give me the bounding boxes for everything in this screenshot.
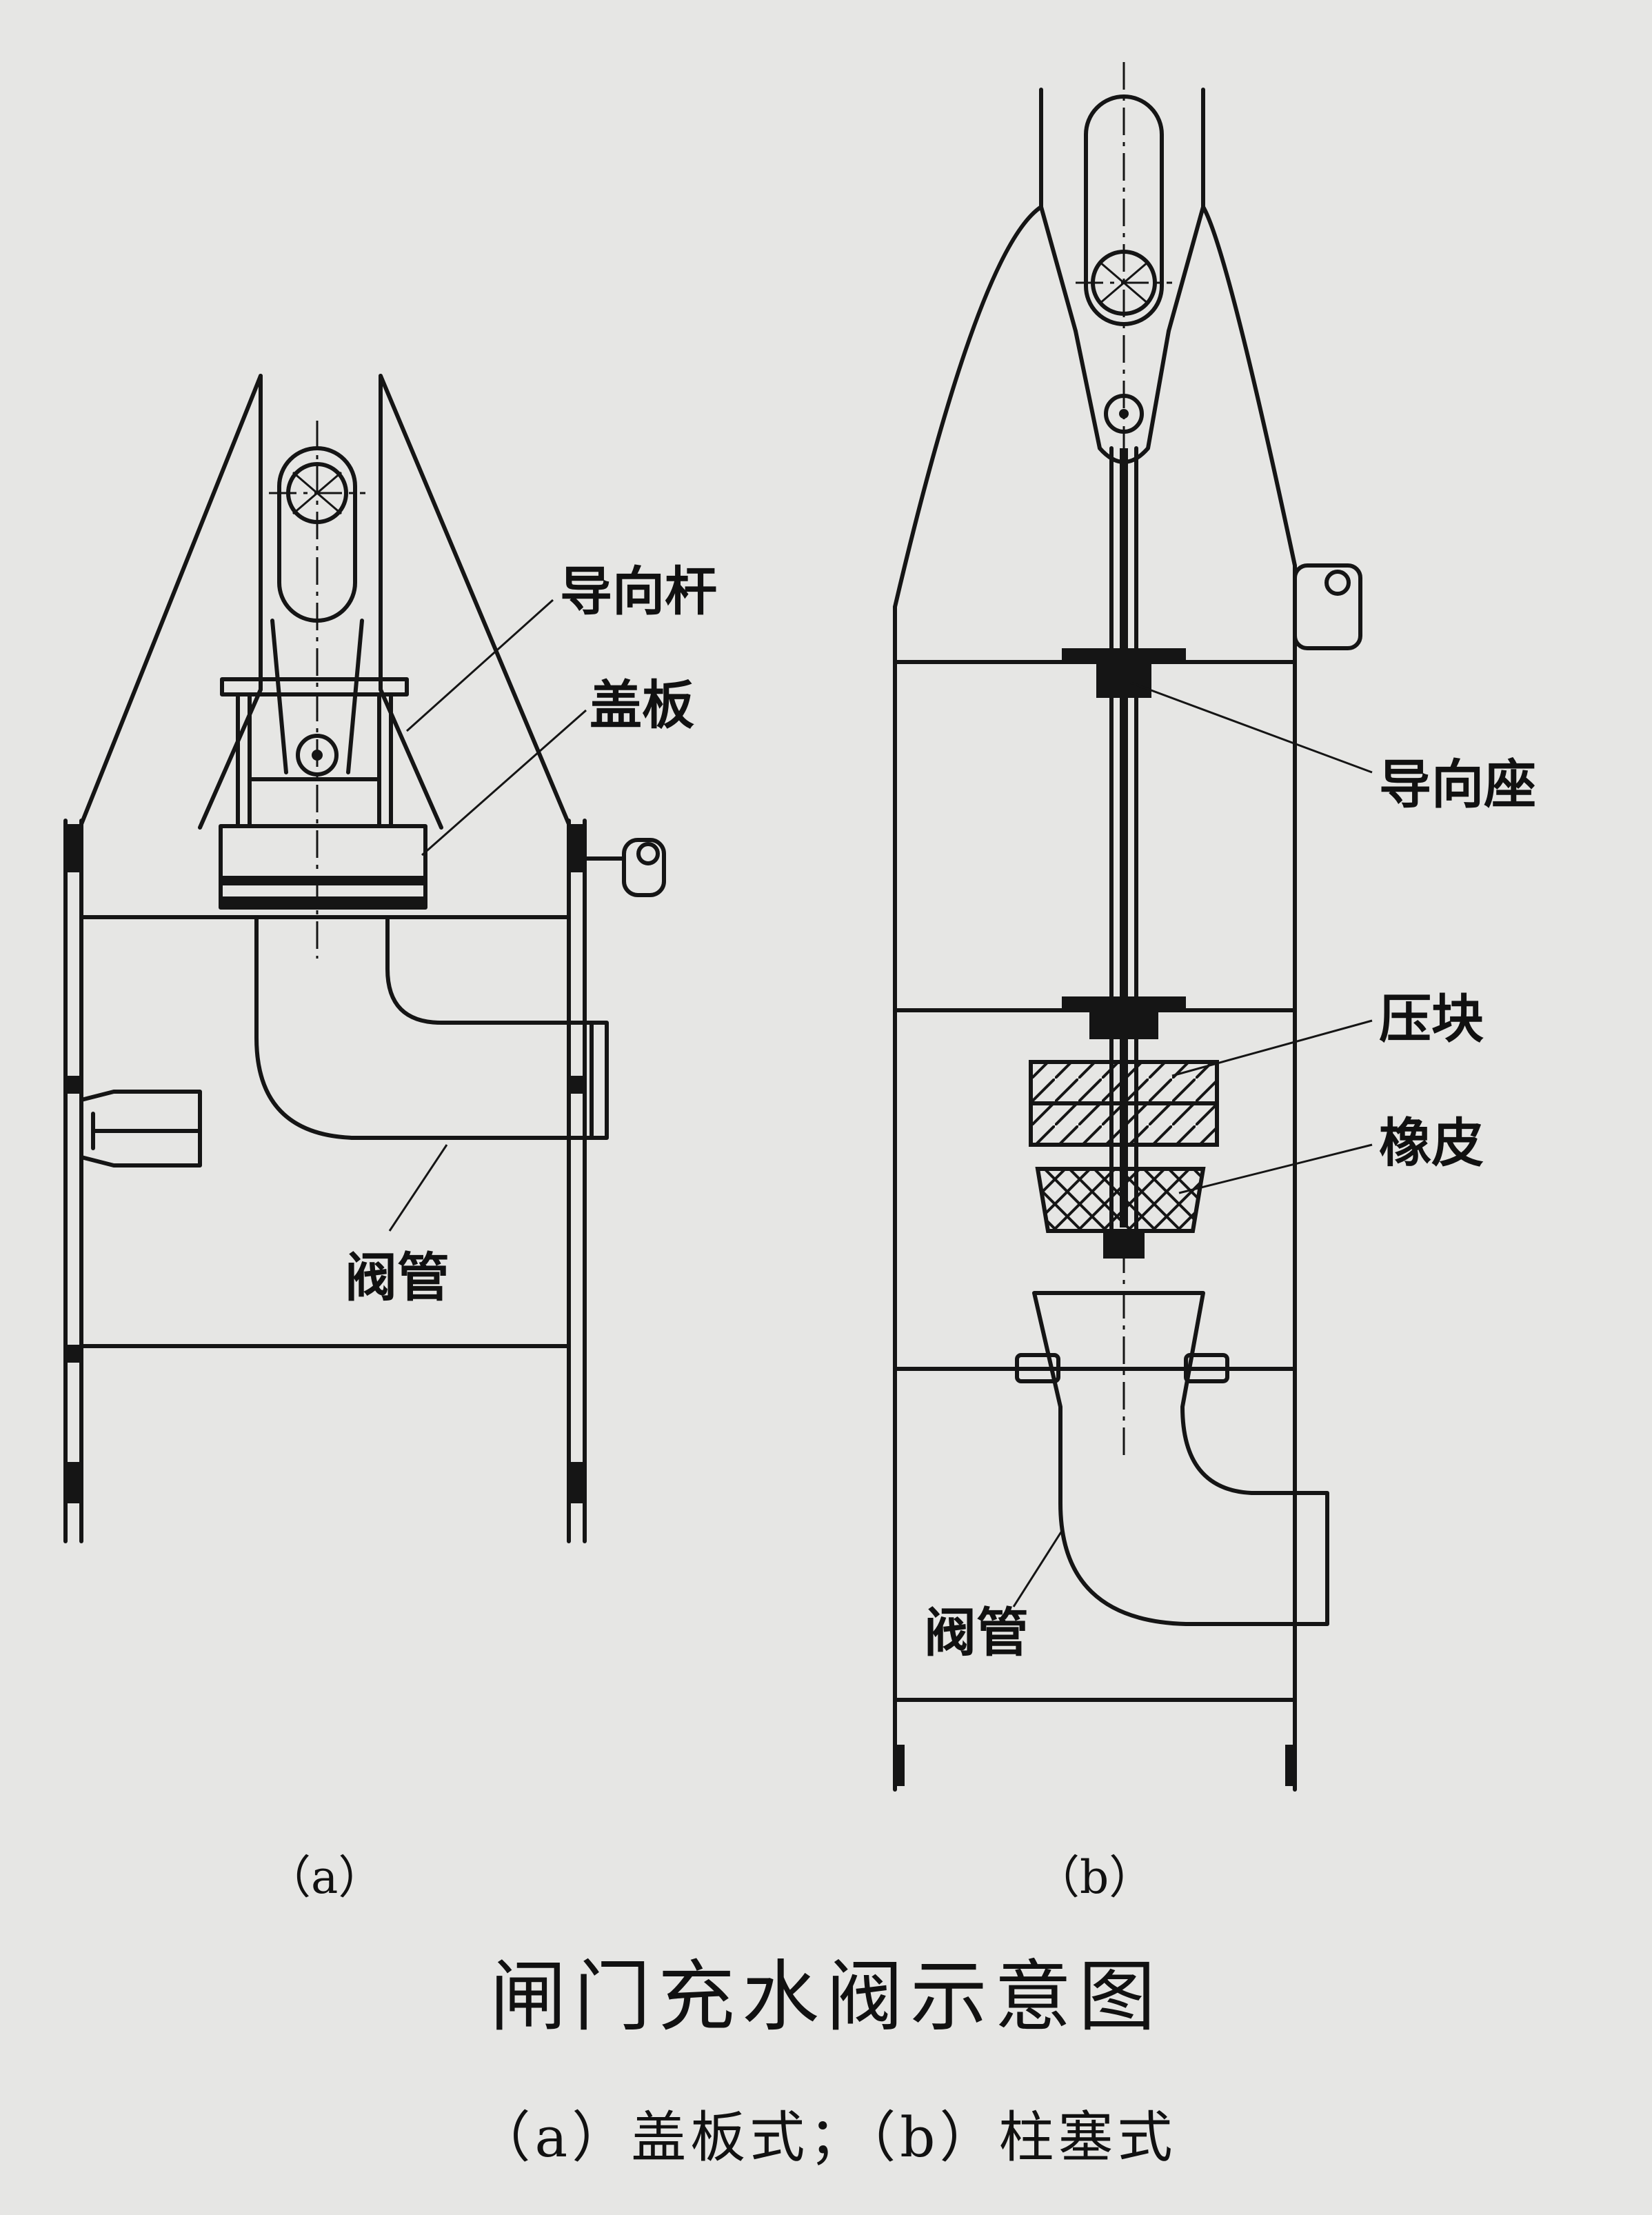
label-guide-rod: 导向杆 xyxy=(560,561,717,622)
lifting-link-b xyxy=(1074,94,1171,464)
label-cover-plate: 盖板 xyxy=(590,674,694,736)
gate-right-wall xyxy=(567,819,587,1543)
label-guide-seat: 导向座 xyxy=(1379,754,1536,815)
panel-b-drawing xyxy=(893,62,1373,1792)
sublabel-b: （b） xyxy=(1034,1851,1155,1904)
guide-seat-lower xyxy=(1062,996,1186,1039)
label-valve-pipe-b: 阀管 xyxy=(924,1602,1029,1663)
valve-pipe-b xyxy=(1015,1291,1329,1626)
hook-a xyxy=(583,838,666,897)
panel-a-drawing xyxy=(63,374,666,1543)
label-press-block: 压块 xyxy=(1379,988,1484,1050)
guide-rods-a xyxy=(220,677,409,826)
sublabel-a: （a） xyxy=(265,1851,384,1904)
cover-plate-a xyxy=(219,824,427,910)
rubber-seal xyxy=(1035,1167,1206,1259)
label-valve-pipe-a: 阀管 xyxy=(345,1247,450,1308)
valve-pipe-a xyxy=(254,915,609,1140)
label-rubber: 橡皮 xyxy=(1379,1112,1484,1174)
figure-title: 闸门充水阀示意图 xyxy=(490,1952,1162,2042)
figure-caption: （a）盖板式；（b）柱塞式 xyxy=(475,2105,1177,2169)
hook-b xyxy=(1293,563,1362,650)
gate-left-wall xyxy=(63,819,83,1543)
side-bracket-a xyxy=(79,1090,202,1167)
